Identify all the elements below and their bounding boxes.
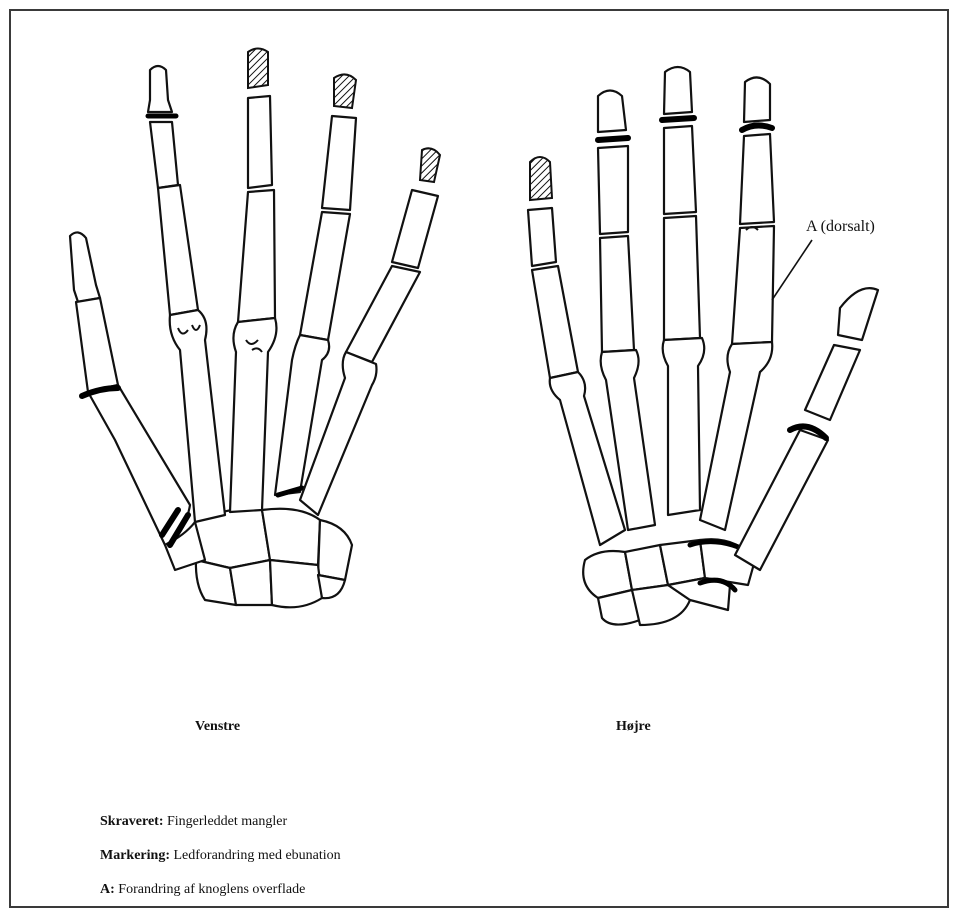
- legend-key: Skraveret:: [100, 814, 164, 829]
- legend-item-marking: Markering: Ledforandring med ebunation: [100, 848, 341, 864]
- right-hand-skeleton: [528, 67, 878, 625]
- left-middle-finger: [230, 49, 276, 513]
- annotation-label-a: A (dorsalt): [806, 218, 875, 236]
- legend-item-a: A: Forandring af knoglens overflade: [100, 882, 305, 898]
- right-middle-finger: [662, 67, 704, 515]
- left-hand-label: Venstre: [195, 719, 240, 735]
- left-hand-skeleton: [70, 49, 440, 608]
- legend-item-hatched: Skraveret: Fingerleddet mangler: [100, 814, 287, 830]
- legend-text: Ledforandring med ebunation: [170, 848, 341, 863]
- legend-text: Fingerleddet mangler: [164, 814, 288, 829]
- legend-key: Markering:: [100, 848, 170, 863]
- right-hand-label: Højre: [616, 719, 651, 735]
- left-carpals: [195, 509, 352, 608]
- annotation-leader-line: [772, 240, 812, 300]
- legend-key: A:: [100, 882, 115, 897]
- legend-text: Forandring af knoglens overflade: [115, 882, 306, 897]
- right-carpals: [583, 539, 755, 625]
- right-ring-finger: [598, 91, 655, 531]
- right-index-finger: [700, 77, 774, 530]
